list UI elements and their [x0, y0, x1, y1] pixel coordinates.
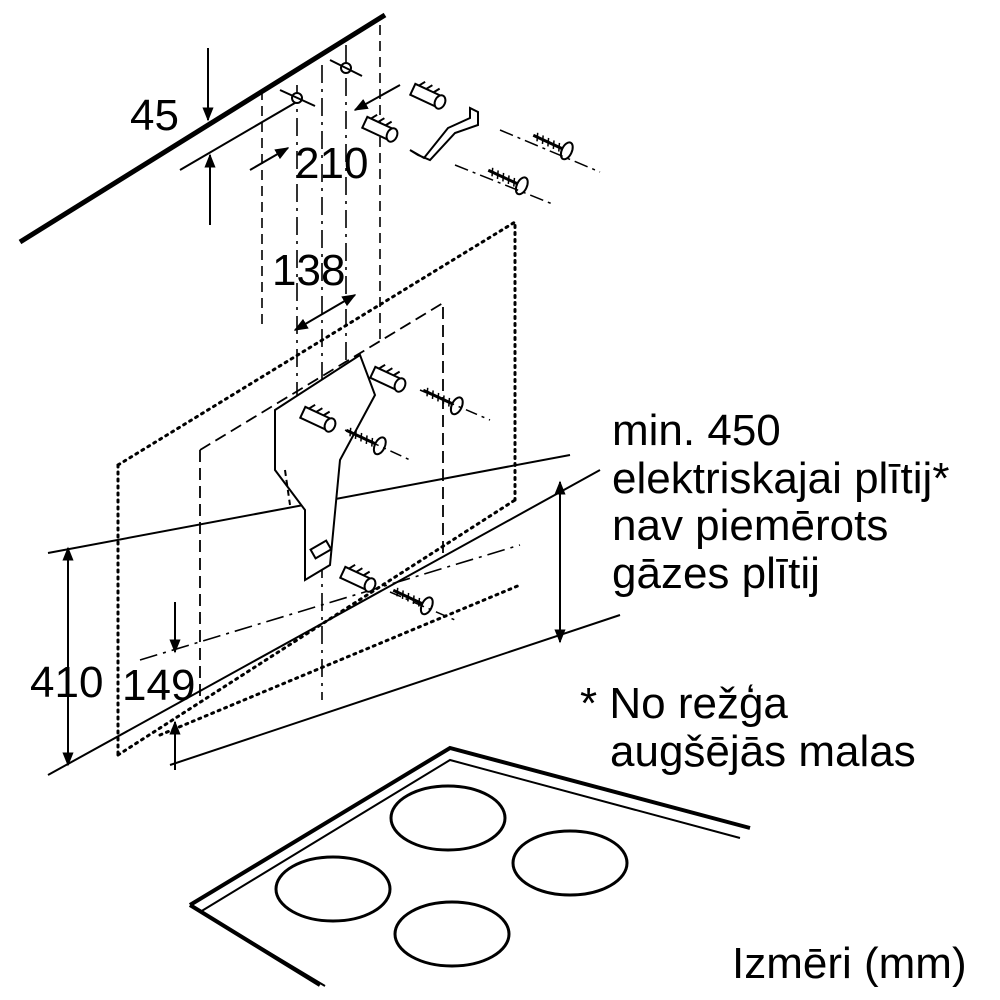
chimney-outline	[199, 301, 444, 700]
dashed-guides	[261, 25, 381, 345]
hob-plane-line	[169, 614, 621, 766]
burner-right	[511, 829, 629, 897]
dim-210-label: 210	[295, 139, 368, 188]
mid-bracket	[274, 353, 377, 582]
dashdot-plane	[139, 544, 521, 661]
note-line-1: min. 450	[612, 406, 781, 455]
note-line-2: elektriskajai plītij*	[612, 454, 949, 503]
burner-back	[389, 784, 507, 852]
ceiling-line	[18, 12, 387, 245]
dim-45-arrows	[179, 48, 301, 225]
hood-dotted-bottom	[158, 583, 522, 737]
hood-outline	[116, 219, 517, 757]
dim-138-label: 138	[272, 246, 345, 295]
burner-rings	[274, 784, 629, 968]
center-axes	[296, 45, 347, 700]
cooktop	[188, 745, 751, 987]
units-caption: Izmēri (mm)	[732, 939, 967, 988]
dim-410-label: 410	[30, 658, 103, 707]
footnote-line-2: augšējās malas	[610, 727, 916, 776]
top-hardware	[360, 77, 601, 206]
footnote-line-1: * No režģa	[580, 679, 788, 728]
burner-left	[274, 855, 392, 923]
hood-bottom-line	[47, 469, 601, 776]
note-line-4: gāzes plītij	[612, 549, 820, 598]
dim-138-arrows	[293, 294, 357, 331]
dim-45-label: 45	[130, 91, 179, 140]
top-holes	[279, 59, 363, 107]
min-450-note: min. 450 elektriskajai plītij* nav piemē…	[612, 406, 949, 598]
burner-front	[393, 900, 511, 968]
dim-210-arrows	[249, 84, 401, 171]
dim-149-label: 149	[122, 661, 195, 710]
footnote: * No režģa augšējās malas	[580, 679, 916, 776]
note-line-3: nav piemērots	[612, 501, 888, 550]
